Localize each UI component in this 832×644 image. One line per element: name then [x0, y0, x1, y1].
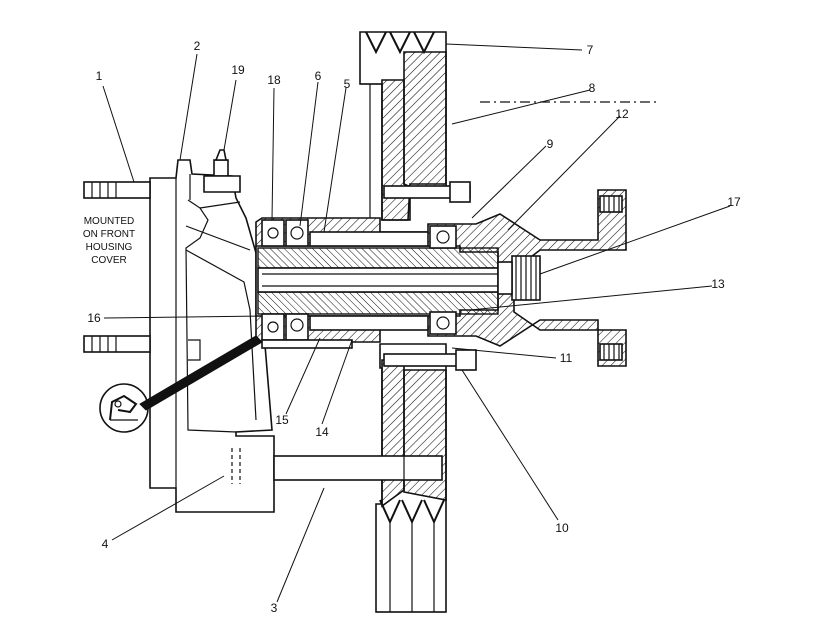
callout-18: 18 [267, 73, 281, 87]
bearing-rear [429, 225, 457, 335]
callout-3: 3 [271, 601, 278, 615]
callout-6: 6 [315, 69, 322, 83]
callout-8: 8 [589, 81, 596, 95]
note-line-1: MOUNTED [84, 216, 135, 227]
grease-fitting [203, 149, 241, 193]
spline-coupling [497, 255, 541, 301]
callout-14: 14 [315, 425, 329, 439]
callout-4: 4 [102, 537, 109, 551]
callout-7: 7 [587, 43, 594, 57]
callout-5: 5 [344, 77, 351, 91]
callout-numbers: 1 2 3 4 5 6 7 8 9 10 11 12 13 14 15 16 1… [87, 39, 741, 615]
callout-10: 10 [555, 521, 569, 535]
seal [261, 339, 353, 349]
callout-15: 15 [275, 413, 289, 427]
note-line-3: HOUSING [86, 242, 133, 253]
callout-19: 19 [231, 63, 245, 77]
spacer [309, 231, 429, 331]
callout-2: 2 [194, 39, 201, 53]
fan-pulley-upper [359, 31, 447, 221]
inset-detail [99, 335, 263, 433]
callout-13: 13 [711, 277, 725, 291]
mounting-note: MOUNTED ON FRONT HOUSING COVER [83, 216, 135, 266]
callout-16: 16 [87, 311, 101, 325]
callout-1: 1 [96, 69, 103, 83]
note-line-2: ON FRONT [83, 229, 135, 240]
pulley-bolts [383, 181, 477, 371]
callout-11: 11 [560, 351, 573, 365]
adjusting-bolt [273, 455, 443, 481]
mounting-studs [83, 181, 151, 353]
callout-12: 12 [615, 107, 629, 121]
leader-lines [102, 43, 731, 603]
bearing-front-left [261, 219, 309, 341]
note-line-4: COVER [91, 255, 127, 266]
callout-17: 17 [727, 195, 741, 209]
flange-bolts [599, 195, 623, 361]
callout-9: 9 [547, 137, 554, 151]
